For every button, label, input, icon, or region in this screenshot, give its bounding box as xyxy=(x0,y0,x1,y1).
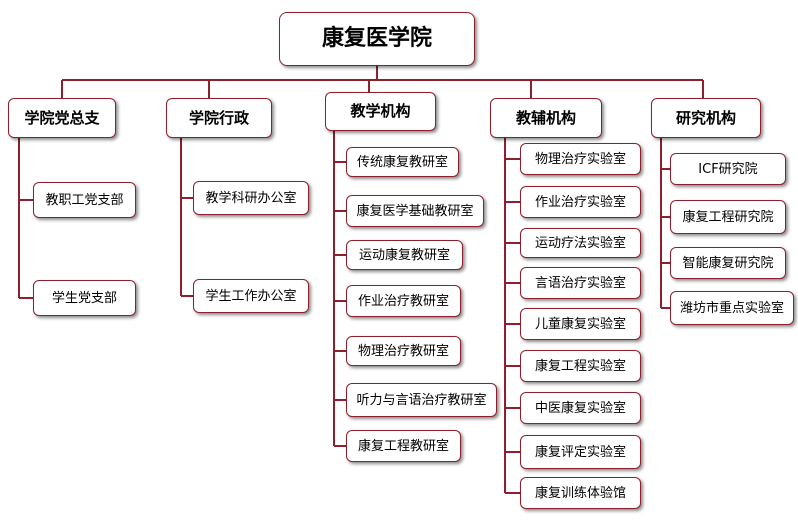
column-header-teaching: 教学机构 xyxy=(325,92,436,131)
teaching-support-item: 言语治疗实验室 xyxy=(520,267,641,299)
root-node: 康复医学院 xyxy=(279,12,475,66)
teaching-support-item: 作业治疗实验室 xyxy=(520,186,641,218)
teaching-support-item: 运动疗法实验室 xyxy=(520,228,641,258)
column-header-party-branch: 学院党总支 xyxy=(8,98,116,138)
research-item: ICF研究院 xyxy=(670,153,786,185)
teaching-support-item: 康复训练体验馆 xyxy=(520,477,641,509)
teaching-item: 康复医学基础教研室 xyxy=(346,195,484,227)
column-header-teaching-support: 教辅机构 xyxy=(490,98,602,138)
teaching-item: 康复工程教研室 xyxy=(346,430,461,462)
teaching-support-item: 中医康复实验室 xyxy=(520,392,641,424)
teaching-support-item: 康复工程实验室 xyxy=(520,350,641,382)
teaching-support-item: 物理治疗实验室 xyxy=(520,143,641,175)
research-item: 智能康复研究院 xyxy=(670,247,786,279)
teaching-support-item: 儿童康复实验室 xyxy=(520,308,641,340)
party-branch-item: 学生党支部 xyxy=(33,280,136,316)
teaching-item: 运动康复教研室 xyxy=(346,240,463,270)
column-header-research: 研究机构 xyxy=(651,98,761,138)
teaching-item: 听力与言语治疗教研室 xyxy=(346,383,497,417)
teaching-item: 作业治疗教研室 xyxy=(346,285,461,317)
research-item: 潍坊市重点实验室 xyxy=(670,291,794,325)
administration-item: 学生工作办公室 xyxy=(193,279,309,313)
teaching-item: 传统康复教研室 xyxy=(346,147,459,177)
research-item: 康复工程研究院 xyxy=(670,200,786,234)
party-branch-item: 教职工党支部 xyxy=(33,182,136,218)
teaching-support-item: 康复评定实验室 xyxy=(520,435,641,469)
teaching-item: 物理治疗教研室 xyxy=(346,336,461,366)
administration-item: 教学科研办公室 xyxy=(193,181,309,215)
column-header-administration: 学院行政 xyxy=(166,98,272,138)
